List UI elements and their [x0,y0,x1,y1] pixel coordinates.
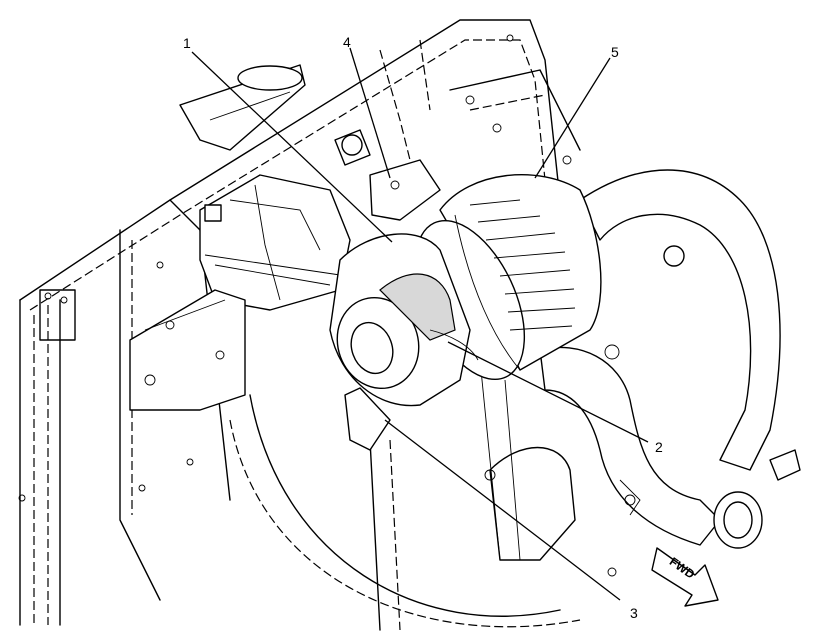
filter-element-ribs [469,199,576,331]
leader-2 [447,341,649,443]
callout-3: 3 [630,605,638,621]
fan-shroud [229,394,581,631]
callout-4: 4 [343,34,351,50]
arrow-right-icon [651,547,719,607]
air-cleaner-cover [329,233,479,451]
leader-4 [349,47,391,179]
radiator-frame [18,19,581,626]
inlet-duct [179,64,306,151]
intake-hoses [479,169,801,577]
clamp-bracket [334,129,441,221]
leader-lines [191,47,649,601]
leader-1 [191,51,393,243]
mounting-bracket [129,289,246,411]
callout-1: 1 [183,35,191,51]
leader-5 [534,57,611,179]
coolant-tank [199,174,351,311]
callout-2: 2 [655,439,663,455]
callout-5: 5 [611,44,619,60]
leader-3 [384,419,621,601]
forward-direction-arrow: FWD [651,547,719,607]
